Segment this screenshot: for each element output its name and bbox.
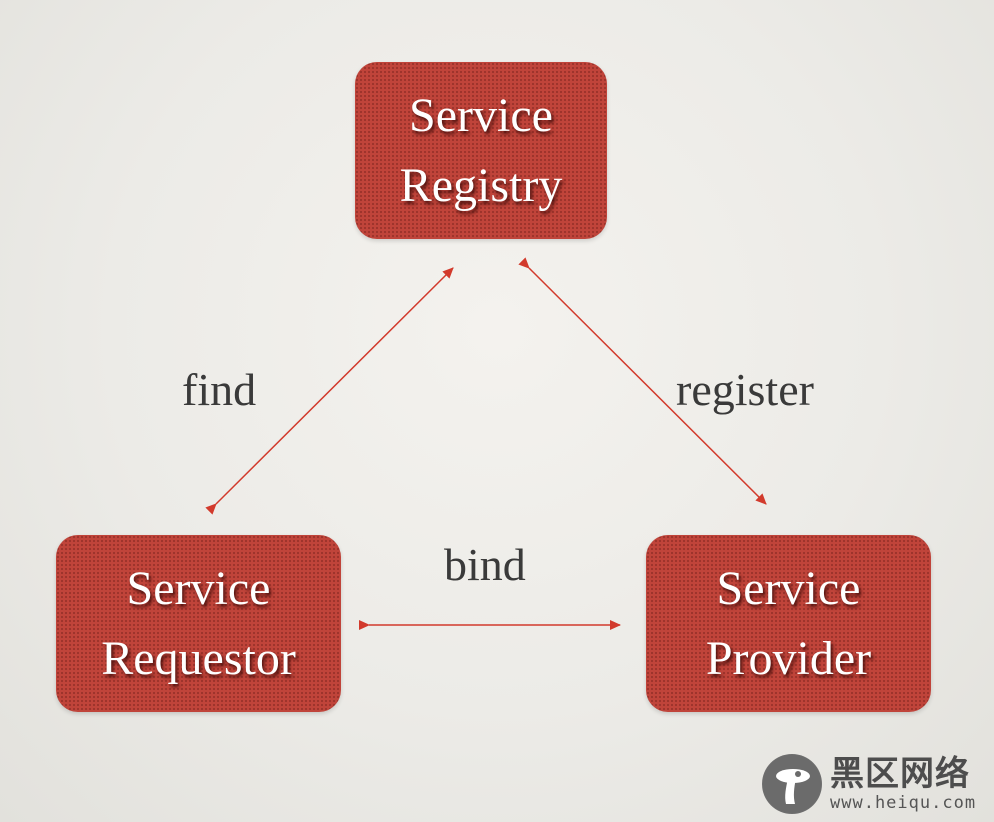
node-requestor-line-2: Requestor <box>101 631 296 685</box>
watermark-logo-icon <box>762 754 822 814</box>
edge-find-arrow <box>205 267 454 515</box>
edge-label-register: register <box>676 364 814 415</box>
node-registry-line-1: Service <box>409 88 553 142</box>
node-registry-line-2: Registry <box>399 158 563 212</box>
node-provider-line-2: Provider <box>705 631 872 685</box>
node-provider-line-1: Service <box>716 561 861 615</box>
edge-label-find: find <box>182 364 257 415</box>
edge-register-arrow <box>518 257 767 505</box>
node-requestor-line-1: Service <box>126 561 271 615</box>
node-service-requestor: Service Requestor <box>56 535 341 712</box>
watermark-name: 黑区网络 <box>830 754 970 794</box>
watermark-url: www.heiqu.com <box>830 793 977 813</box>
node-service-provider: Service Provider <box>646 535 931 712</box>
node-service-registry: Service Registry <box>355 62 607 239</box>
edge-label-bind: bind <box>444 539 526 590</box>
watermark: 黑区网络 www.heiqu.com <box>762 752 987 816</box>
